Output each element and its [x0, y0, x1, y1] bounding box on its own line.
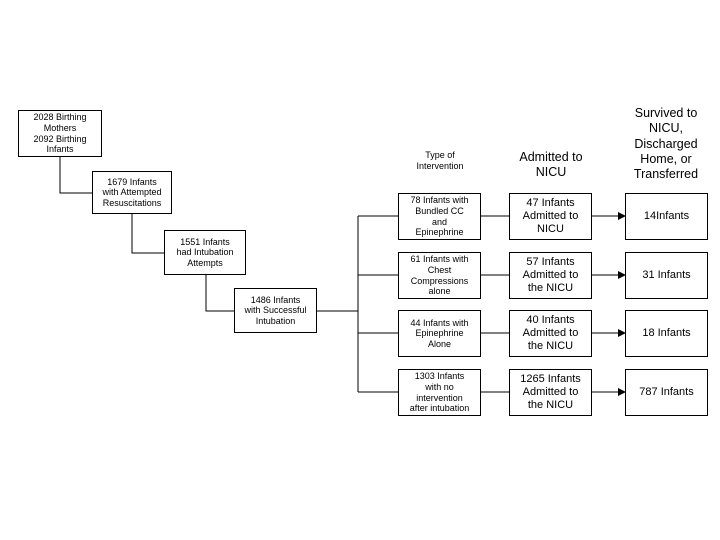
- connector-birthing-to-attempted: [59, 157, 92, 194]
- connector-attempted-to-intubation: [131, 214, 164, 254]
- box-survived-text: 787 Infants: [639, 386, 694, 399]
- header-admitted-to-nicu: Admitted to NICU: [506, 150, 596, 186]
- box-successful-intubation: 1486 Infants with Successful Intubation: [234, 288, 317, 333]
- box-admitted-no-intervention: 1265 Infants Admitted to the NICU: [509, 369, 592, 416]
- box-birthing-text: 2028 Birthing Mothers 2092 Birthing Infa…: [33, 112, 87, 155]
- connector-intubation-to-successful: [205, 275, 234, 312]
- box-admitted-bundled-cc-epinephrine: 47 Infants Admitted to NICU: [509, 193, 592, 240]
- box-admitted-text: 40 Infants Admitted to the NICU: [522, 314, 579, 352]
- box-admitted-text: 1265 Infants Admitted to the NICU: [520, 373, 581, 411]
- box-attempted-resuscitations: 1679 Infants with Attempted Resuscitatio…: [92, 171, 172, 214]
- box-successful-intubation-text: 1486 Infants with Successful Intubation: [244, 294, 307, 326]
- box-survived-text: 18 Infants: [642, 327, 691, 340]
- box-admitted-epinephrine-alone: 40 Infants Admitted to the NICU: [509, 310, 592, 357]
- box-intervention-chest-compressions: 61 Infants with Chest Compressions alone: [398, 252, 481, 299]
- box-admitted-text: 47 Infants Admitted to NICU: [522, 197, 579, 235]
- header-survived-text: Survived to NICU, Discharged Home, or Tr…: [633, 106, 699, 181]
- header-type-of-intervention: Type of Intervention: [400, 150, 480, 178]
- box-intervention-bundled-cc-epinephrine: 78 Infants with Bundled CC and Epinephri…: [398, 193, 481, 240]
- box-intervention-epinephrine-alone: 44 Infants with Epinephrine Alone: [398, 310, 481, 357]
- box-attempted-resuscitations-text: 1679 Infants with Attempted Resuscitatio…: [102, 176, 162, 208]
- box-survived-chest-compressions: 31 Infants: [625, 252, 708, 299]
- box-intubation-attempts-text: 1551 Infants had Intubation Attempts: [176, 236, 234, 268]
- box-intervention-text: 78 Infants with Bundled CC and Epinephri…: [410, 195, 469, 238]
- box-survived-text: 31 Infants: [642, 269, 691, 282]
- box-admitted-chest-compressions: 57 Infants Admitted to the NICU: [509, 252, 592, 299]
- header-type-of-intervention-text: Type of Intervention: [416, 150, 464, 171]
- box-intervention-text: 61 Infants with Chest Compressions alone: [410, 254, 469, 297]
- header-survived: Survived to NICU, Discharged Home, or Tr…: [616, 106, 716, 182]
- box-survived-text: 14Infants: [643, 210, 690, 223]
- box-admitted-text: 57 Infants Admitted to the NICU: [522, 256, 579, 294]
- box-intervention-text: 1303 Infants with no intervention after …: [409, 371, 470, 414]
- box-survived-no-intervention: 787 Infants: [625, 369, 708, 416]
- box-intervention-text: 44 Infants with Epinephrine Alone: [410, 317, 469, 349]
- box-birthing: 2028 Birthing Mothers 2092 Birthing Infa…: [18, 110, 102, 157]
- header-admitted-to-nicu-text: Admitted to NICU: [519, 150, 583, 180]
- box-intervention-no-intervention: 1303 Infants with no intervention after …: [398, 369, 481, 416]
- box-survived-epinephrine-alone: 18 Infants: [625, 310, 708, 357]
- box-survived-bundled-cc-epinephrine: 14Infants: [625, 193, 708, 240]
- box-intubation-attempts: 1551 Infants had Intubation Attempts: [164, 230, 246, 275]
